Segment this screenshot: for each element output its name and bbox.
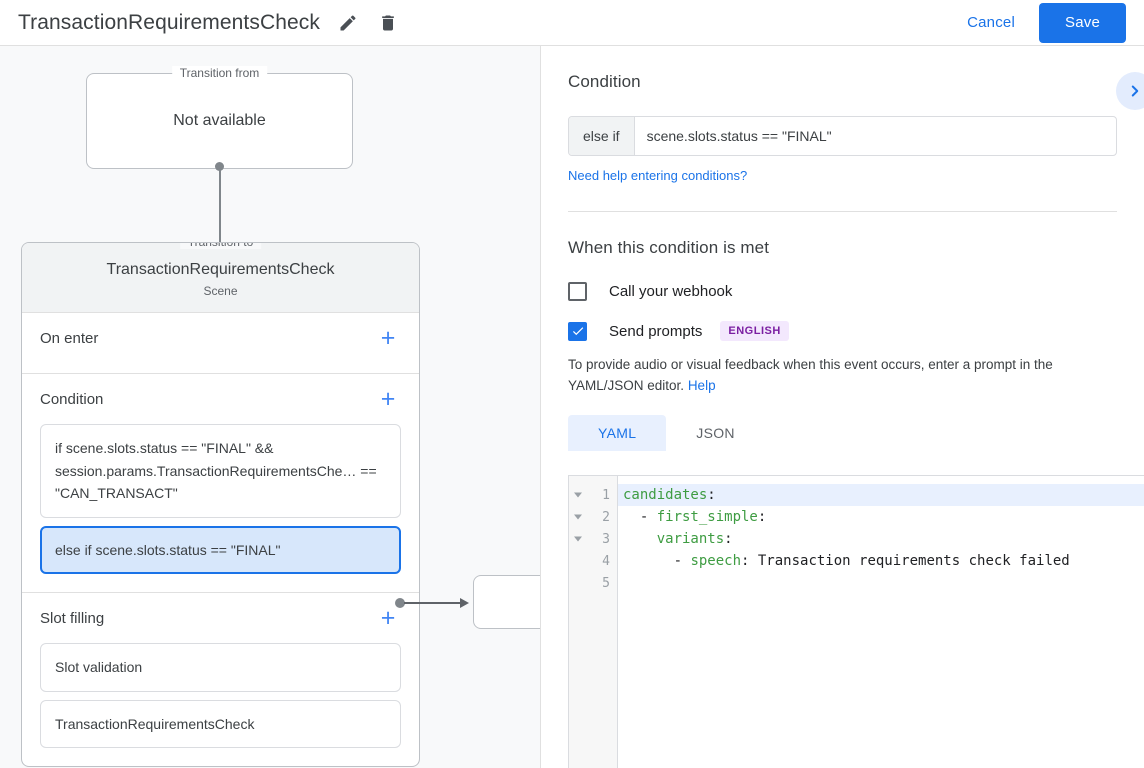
add-slot-filling-button[interactable]: +	[380, 603, 396, 632]
send-prompts-checkbox[interactable]	[568, 321, 587, 341]
add-condition-button[interactable]: +	[380, 384, 396, 413]
editor-code-line[interactable]: variants:	[656, 531, 733, 547]
scene-header[interactable]: TransactionRequirementsCheck Scene	[22, 243, 419, 313]
section-title-slot-filling: Slot filling	[40, 609, 105, 627]
section-divider	[568, 211, 1117, 212]
editor-line-number: 1	[569, 484, 617, 506]
prompts-description: To provide audio or visual feedback when…	[568, 355, 1128, 397]
webhook-label: Call your webhook	[609, 283, 733, 300]
slot-filling-item[interactable]: TransactionRequirementsCheck	[40, 699, 401, 749]
editor-line-number: 2	[569, 506, 617, 528]
page-title: TransactionRequirementsCheck	[18, 10, 320, 34]
editor-format-tabs: YAML JSON	[568, 414, 1117, 451]
section-header-condition: Condition +	[40, 374, 401, 424]
connector-line	[219, 166, 221, 246]
section-title-on-enter: On enter	[40, 329, 99, 347]
send-prompts-label: Send prompts	[609, 322, 703, 340]
condition-heading: Condition	[568, 72, 641, 91]
condition-prefix-label: else if	[569, 117, 635, 155]
chevron-right-icon	[1131, 85, 1139, 97]
check-icon	[572, 327, 583, 336]
webhook-row[interactable]: Call your webhook	[568, 282, 1117, 301]
editor-line-number: 4	[602, 553, 610, 569]
when-met-heading: When this condition is met	[568, 238, 770, 257]
editor-line-number: 5	[602, 575, 610, 591]
flow-canvas[interactable]: Transition from Not available Transition…	[0, 46, 541, 768]
add-on-enter-button[interactable]: +	[380, 323, 396, 352]
panel-collapse-button[interactable]	[1116, 72, 1144, 110]
editor-code-area[interactable]: candidates: - first_simple: variants: - …	[618, 476, 1144, 768]
connector-line	[404, 602, 462, 604]
app-header: TransactionRequirementsCheck Cancel Save	[0, 0, 1144, 46]
section-condition: Condition + if scene.slots.status == "FI…	[22, 374, 419, 594]
section-title-condition: Condition	[40, 390, 104, 408]
target-node-box[interactable]	[473, 575, 540, 629]
editor-code-line[interactable]: - first_simple:	[623, 509, 767, 525]
when-condition-met-section: When this condition is met Call your web…	[541, 212, 1144, 451]
editor-code-line[interactable]	[618, 572, 1144, 594]
connector-arrow	[460, 597, 469, 608]
transition-from-box: Transition from Not available	[86, 66, 353, 169]
fold-arrow-icon[interactable]	[574, 514, 582, 520]
send-prompts-row[interactable]: Send prompts ENGLISH	[568, 321, 1117, 341]
cancel-button[interactable]: Cancel	[953, 6, 1029, 39]
condition-help-link[interactable]: Need help entering conditions?	[568, 168, 748, 183]
detail-panel: Condition else if scene.slots.status == …	[541, 46, 1144, 768]
section-on-enter: On enter +	[22, 313, 419, 374]
pencil-icon[interactable]	[336, 11, 360, 35]
section-slot-filling: Slot filling + Slot validation Transacti…	[22, 593, 419, 766]
editor-code-line[interactable]: - speech: Transaction requirements check…	[623, 553, 1070, 569]
prompts-description-text: To provide audio or visual feedback when…	[568, 357, 1053, 393]
save-button[interactable]: Save	[1039, 2, 1126, 43]
scene-name: TransactionRequirementsCheck	[106, 261, 335, 278]
section-header-on-enter: On enter +	[40, 313, 401, 363]
webhook-checkbox[interactable]	[568, 282, 587, 301]
slot-filling-item[interactable]: Slot validation	[40, 643, 401, 692]
language-badge: ENGLISH	[720, 321, 789, 341]
section-header-slot-filling: Slot filling +	[40, 593, 401, 643]
fold-arrow-icon[interactable]	[574, 492, 582, 498]
transition-from-value: Not available	[173, 112, 266, 129]
tab-yaml[interactable]: YAML	[568, 414, 667, 451]
scene-card: Transition to TransactionRequirementsChe…	[21, 242, 420, 768]
editor-code-line[interactable]: candidates:	[618, 484, 1144, 506]
condition-input-row[interactable]: else if scene.slots.status == "FINAL"	[568, 116, 1117, 156]
condition-section: Condition else if scene.slots.status == …	[541, 46, 1144, 212]
transition-to-legend: Transition to	[179, 243, 262, 249]
connector-dot	[395, 597, 405, 608]
tab-json[interactable]: JSON	[696, 424, 735, 441]
editor-line-number: 3	[569, 528, 617, 550]
condition-item[interactable]: if scene.slots.status == "FINAL" && sess…	[40, 424, 401, 519]
condition-item-selected[interactable]: else if scene.slots.status == "FINAL"	[40, 526, 401, 575]
fold-arrow-icon[interactable]	[574, 536, 582, 542]
scene-subtitle: Scene	[203, 284, 238, 298]
transition-from-legend: Transition from	[171, 66, 268, 80]
trash-icon[interactable]	[376, 11, 400, 35]
prompts-help-link[interactable]: Help	[687, 377, 716, 393]
condition-expression-input[interactable]: scene.slots.status == "FINAL"	[646, 128, 832, 144]
